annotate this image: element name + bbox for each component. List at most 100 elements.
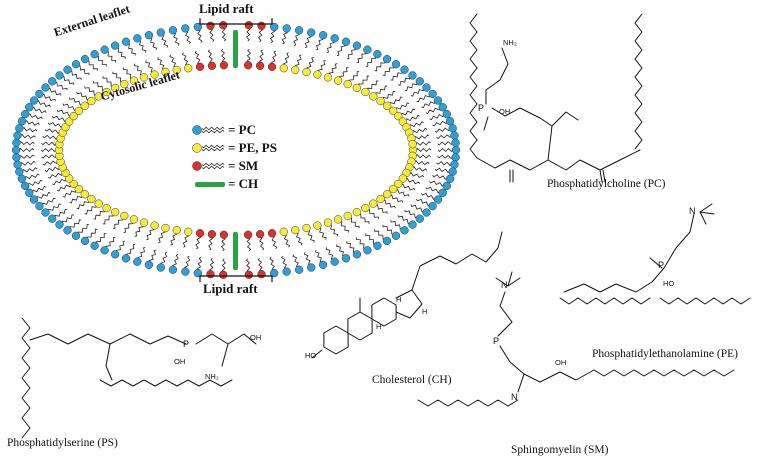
ch-ring-a: [323, 325, 349, 355]
pc-head: [110, 41, 120, 50]
pc-head: [415, 77, 424, 86]
pe-phosphorus: P: [658, 260, 665, 270]
pc-head: [29, 96, 39, 105]
sm-head: [219, 21, 228, 30]
pc-head: [21, 109, 30, 119]
pc-head: [415, 214, 424, 223]
pc-head: [193, 22, 202, 32]
lipid-raft-label-bottom: Lipid raft: [203, 281, 258, 296]
pc-head: [408, 220, 417, 229]
legend-pc-label: = PC: [228, 122, 256, 137]
pe-ps-head: [80, 101, 89, 110]
pe-ps-head: [389, 106, 398, 116]
pe-ps-head: [361, 87, 370, 97]
pc-head: [90, 241, 99, 250]
pe-ps-head: [369, 199, 378, 208]
pe-ps-head: [111, 207, 120, 217]
pc-head: [433, 96, 443, 105]
ps-oh: OH: [174, 357, 186, 366]
pc-head: [156, 263, 165, 272]
pe-ho: HO: [663, 279, 675, 288]
pc-head: [168, 26, 178, 35]
pc-head: [382, 54, 392, 64]
sm-head: [497, 291, 513, 337]
sm-acyl-chain: [417, 399, 519, 407]
pc-head: [144, 260, 154, 269]
legend-tail-icon: [201, 147, 225, 152]
pc-head: [156, 28, 165, 37]
pc-p-o: [483, 116, 489, 131]
pe-ps-head: [313, 221, 322, 230]
pc-head: [144, 31, 154, 40]
sm-head: [219, 230, 229, 239]
sm-head: [267, 229, 277, 238]
pc-head: [80, 236, 90, 246]
pc-head: [294, 265, 304, 274]
ps-amine: [221, 343, 229, 367]
pc-head: [318, 260, 328, 269]
sm-head: [255, 230, 265, 239]
pe-ps-head: [87, 96, 96, 106]
sm-n-methyls: [495, 271, 521, 287]
ps-phosphorus: P: [183, 339, 190, 349]
pc-head: [450, 131, 459, 140]
pe-ps-head: [302, 67, 311, 77]
pc-head: [12, 138, 21, 147]
pc-carbonyl: [509, 169, 514, 183]
pc-head: [15, 124, 24, 133]
ch-side-chain: [411, 231, 503, 291]
legend-head-icon: [192, 161, 202, 171]
sm-head: [195, 62, 205, 71]
pc-head: [71, 231, 81, 240]
pc-head: [330, 257, 339, 266]
pe-ps-head: [94, 92, 103, 101]
sm-long-chain: [593, 369, 735, 377]
pc-head: [330, 34, 339, 43]
ps-carboxyl-oh: OH: [250, 333, 262, 342]
pc-head: [433, 195, 443, 204]
pc-head: [13, 160, 22, 169]
pc-head: [41, 208, 50, 217]
pc-head: [25, 188, 34, 197]
sm-head: [243, 61, 253, 70]
pc-phosphorus: P: [478, 103, 485, 113]
pc-head: [48, 77, 57, 86]
pc-head: [400, 226, 409, 235]
pc-head: [341, 37, 351, 46]
pc-head: [438, 103, 447, 112]
pc-head: [270, 268, 279, 278]
pc-head: [63, 65, 72, 74]
pe-n-bonds: [649, 203, 715, 269]
pc-head: [408, 71, 417, 80]
pe-caption: Phosphatidylethanolamine (PE): [592, 348, 738, 360]
sm-sphingosine: [523, 369, 595, 383]
pc-head: [15, 167, 24, 176]
pe-ps-head: [139, 218, 149, 227]
pc-head: [168, 265, 178, 274]
sm-nitrogen: N: [501, 280, 508, 290]
ch-oh: [311, 349, 323, 359]
pc-head: [445, 117, 455, 126]
ps-ester: [105, 343, 113, 381]
pc-caption: Phosphatidylcholine (PC): [547, 178, 666, 190]
pc-carbonyl: [599, 169, 606, 183]
pc-head: [17, 117, 27, 126]
pe-ps-head: [120, 211, 129, 221]
sm-head: [244, 270, 253, 279]
pc-head: [181, 24, 190, 33]
pe-ps-head: [184, 64, 193, 73]
sm-head: [219, 270, 228, 279]
pc-head: [451, 138, 460, 147]
pc-head: [55, 220, 64, 229]
pe-ps-head: [279, 64, 288, 73]
pe-ps-head: [408, 140, 417, 149]
legend-tail-icon: [201, 129, 225, 134]
pe-ps-head: [74, 106, 83, 116]
pc-head: [282, 24, 291, 33]
ps-chain-left: [21, 317, 31, 439]
pe-ps-head: [161, 223, 170, 233]
legend-tail-icon: [201, 162, 225, 167]
legend-tail-icon: [201, 126, 225, 131]
ps-nh2: NH₂: [205, 372, 219, 381]
